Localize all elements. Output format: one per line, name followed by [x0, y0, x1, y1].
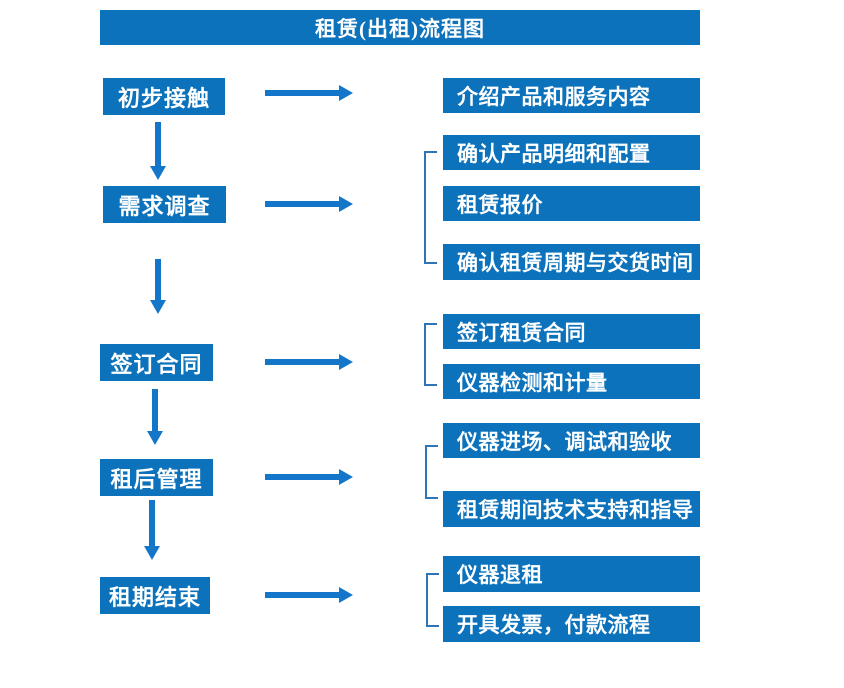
detail-label: 确认产品明细和配置 — [457, 141, 651, 166]
detail-label: 仪器退租 — [457, 563, 543, 587]
detail-introduce-products: 介绍产品和服务内容 — [443, 78, 700, 113]
step-label: 初步接触 — [117, 85, 210, 111]
detail-label: 开具发票，付款流程 — [457, 613, 651, 637]
step-post-rental-management: 租后管理 — [100, 459, 213, 496]
step-rental-end: 租期结束 — [100, 577, 210, 614]
arrow-down-icon — [150, 259, 166, 314]
detail-rental-quote: 租赁报价 — [443, 186, 700, 221]
detail-instrument-setup-acceptance: 仪器进场、调试和验收 — [443, 423, 700, 458]
detail-label: 确认租赁周期与交货时间 — [457, 251, 694, 275]
detail-tech-support: 租赁期间技术支持和指导 — [443, 491, 700, 527]
detail-label: 仪器检测和计量 — [457, 370, 608, 395]
detail-instrument-return: 仪器退租 — [443, 556, 700, 592]
step-initial-contact: 初步接触 — [103, 78, 225, 115]
step-label: 租后管理 — [110, 466, 203, 492]
group-bracket-icon — [424, 323, 437, 386]
step-sign-contract: 签订合同 — [100, 344, 213, 381]
detail-invoice-payment: 开具发票，付款流程 — [443, 606, 700, 642]
page-title: 租赁(出租)流程图 — [315, 16, 485, 41]
arrow-down-icon — [147, 389, 163, 445]
step-label: 需求调查 — [118, 193, 211, 219]
group-bracket-icon — [424, 151, 437, 264]
detail-label: 签订租赁合同 — [457, 320, 586, 345]
arrow-right-icon — [265, 469, 353, 485]
step-label: 签订合同 — [110, 351, 203, 377]
arrow-right-icon — [265, 354, 353, 370]
arrow-down-icon — [150, 122, 166, 180]
detail-label: 介绍产品和服务内容 — [457, 84, 651, 109]
arrow-down-icon — [144, 500, 160, 560]
group-bracket-icon — [426, 573, 439, 627]
detail-confirm-product-details: 确认产品明细和配置 — [443, 135, 700, 170]
detail-label: 租赁期间技术支持和指导 — [457, 498, 694, 522]
arrow-right-icon — [265, 587, 353, 603]
detail-label: 租赁报价 — [457, 192, 543, 217]
title-bar: 租赁(出租)流程图 — [100, 10, 700, 45]
detail-instrument-testing: 仪器检测和计量 — [443, 364, 700, 399]
group-bracket-icon — [425, 445, 438, 499]
arrow-right-icon — [265, 85, 353, 101]
detail-label: 仪器进场、调试和验收 — [457, 429, 672, 454]
arrow-right-icon — [265, 196, 353, 212]
detail-confirm-rental-period: 确认租赁周期与交货时间 — [443, 244, 700, 280]
detail-sign-rental-contract: 签订租赁合同 — [443, 314, 700, 349]
step-label: 租期结束 — [108, 584, 201, 610]
step-demand-survey: 需求调查 — [103, 186, 226, 223]
